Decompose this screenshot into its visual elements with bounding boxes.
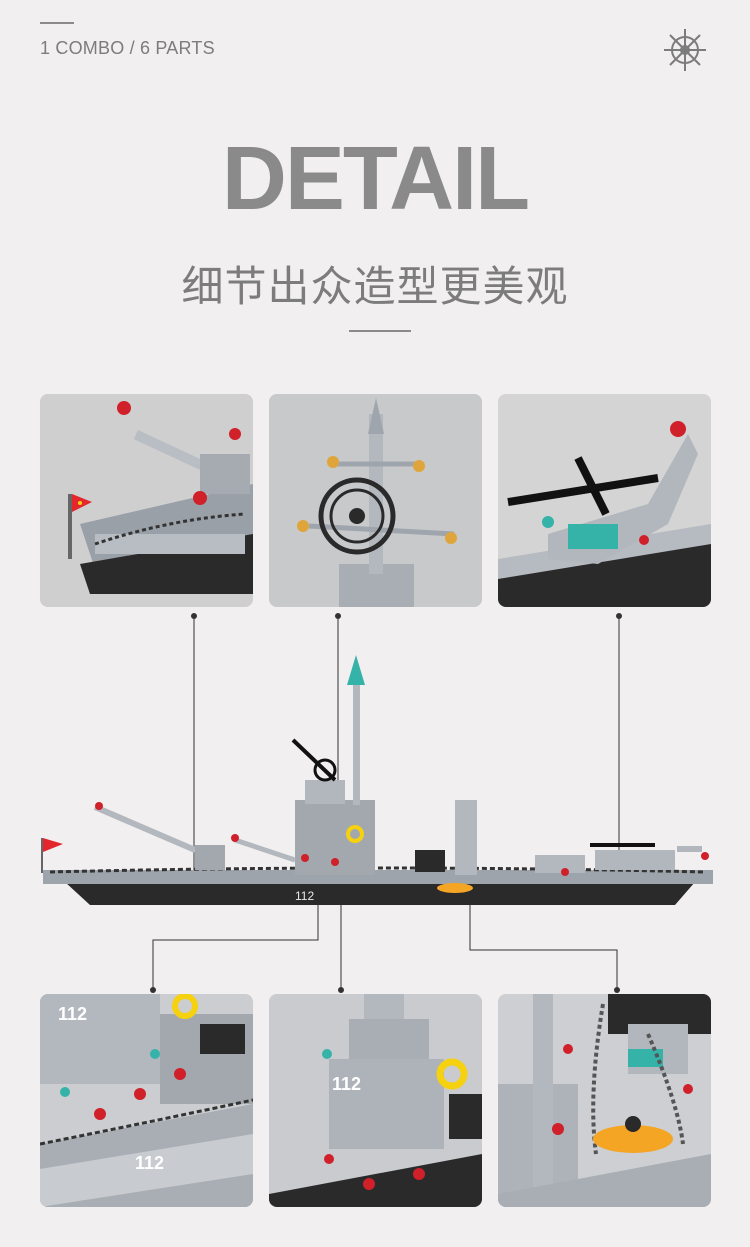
ship-wheel-icon [664,29,706,71]
page-subtitle: 细节出众造型更美观 [181,262,569,311]
tile-bridge-hull-number: 112 [332,1074,361,1094]
ship-overview: 112 [41,655,713,905]
detail-tile-crane-boat [498,994,711,1207]
detail-tile-helicopter [498,394,711,607]
detail-tile-radar-mast [269,394,482,607]
header-accent-line [40,22,74,24]
title-divider [349,330,411,332]
ship-hull-number: 112 [295,889,314,903]
tile-hull-number-bottom: 112 [135,1153,164,1173]
tile-hull-number-top: 112 [58,1004,87,1024]
combo-label: 1 COMBO / 6 PARTS [40,38,215,58]
detail-tile-hull-side: 112 112 [40,994,253,1207]
detail-tile-bow-cannon [40,394,253,607]
detail-tile-bridge-tower: 112 [269,994,482,1207]
page-title: DETAIL [221,129,530,229]
